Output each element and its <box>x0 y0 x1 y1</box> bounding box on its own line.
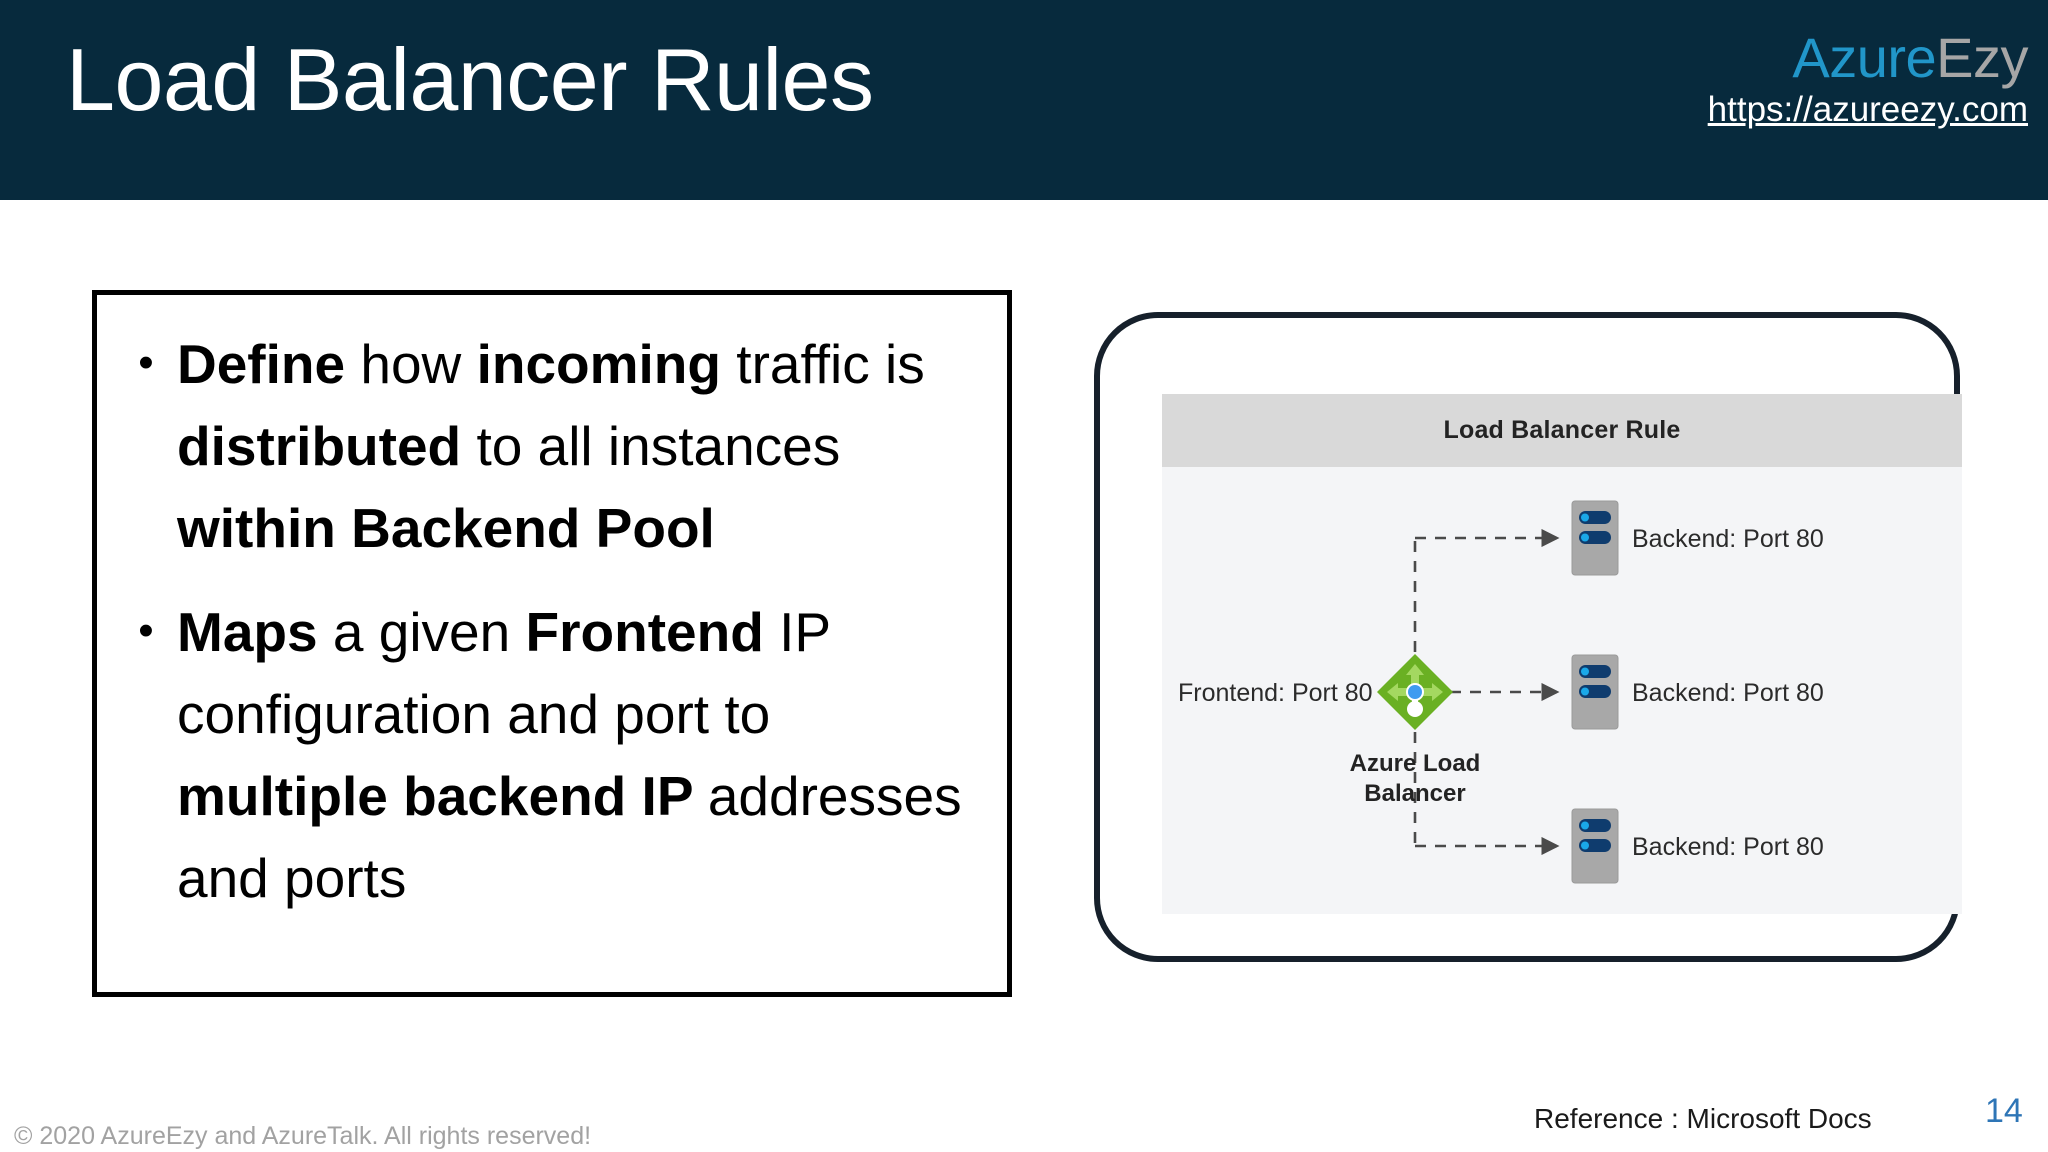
frontend-label: Frontend: Port 80 <box>1178 679 1373 707</box>
list-item: • Define how incoming traffic is distrib… <box>115 323 989 569</box>
server-icon-1 <box>1571 500 1619 576</box>
bullet-text-2: Maps a given Frontend IP configuration a… <box>177 591 989 919</box>
brand-url-link[interactable]: https://azureezy.com <box>1707 90 2028 129</box>
diagram-card: Load Balancer Rule <box>1094 312 1962 962</box>
bullet-content-box: • Define how incoming traffic is distrib… <box>92 290 1012 997</box>
bullet-2-seg-4: multiple backend IP <box>177 765 708 827</box>
diagram-connectors-svg <box>1377 500 1619 884</box>
page-title: Load Balancer Rules <box>66 30 874 129</box>
reference-text: Reference : Microsoft Docs <box>1534 1103 1872 1134</box>
backend-label-3: Backend: Port 80 <box>1632 833 1824 861</box>
diagram-panel: Load Balancer Rule <box>1162 394 1962 914</box>
bullet-2-seg-1: a given <box>332 601 526 663</box>
bullet-marker-icon: • <box>138 338 154 387</box>
list-item: • Maps a given Frontend IP configuration… <box>115 591 989 919</box>
bullet-1-seg-0: Define <box>177 333 361 395</box>
bullet-2-seg-2: Frontend <box>525 601 780 663</box>
brand-block: AzureEzy https://azureezy.com <box>1568 30 2029 129</box>
diagram-body: Frontend: Port 80 Azure Load Balancer Ba… <box>1162 467 1962 914</box>
backend-label-2: Backend: Port 80 <box>1632 679 1824 707</box>
brand-logo-azure: Azure <box>1792 26 1937 89</box>
bullet-1-seg-5: to all instances <box>476 415 841 477</box>
bullet-1-seg-3: traffic is <box>736 333 925 395</box>
bullet-1-seg-4: distributed <box>177 415 477 477</box>
bullet-2-seg-0: Maps <box>177 601 333 663</box>
slide-number: 14 <box>1985 1092 2023 1130</box>
slide-header-band <box>0 0 2048 200</box>
lb-caption-line2: Balancer <box>1364 780 1466 807</box>
bullet-1-seg-6: within Backend Pool <box>177 497 715 559</box>
diagram-header-bar: Load Balancer Rule <box>1162 394 1962 467</box>
bullet-marker-icon: • <box>138 606 154 655</box>
brand-logo: AzureEzy <box>1568 30 2028 86</box>
brand-logo-ezy: Ezy <box>1936 26 2028 89</box>
bullet-text-1: Define how incoming traffic is distribut… <box>177 323 989 569</box>
copyright-text: © 2020 AzureEzy and AzureTalk. All right… <box>14 1122 592 1150</box>
bullet-2-seg-3: IP configuration and port to <box>177 601 831 745</box>
load-balancer-caption: Azure Load Balancer <box>1315 749 1515 809</box>
bullet-1-seg-2: incoming <box>476 333 737 395</box>
azure-load-balancer-icon <box>1377 654 1453 730</box>
bullet-1-seg-1: how <box>360 333 477 395</box>
server-icon-2 <box>1571 654 1619 730</box>
bullet-2-seg-5: addresses and ports <box>177 765 962 909</box>
lb-caption-line1: Azure Load <box>1349 750 1481 777</box>
diagram-title: Load Balancer Rule <box>1443 416 1681 444</box>
server-icon-3 <box>1571 808 1619 884</box>
backend-label-1: Backend: Port 80 <box>1632 525 1824 553</box>
